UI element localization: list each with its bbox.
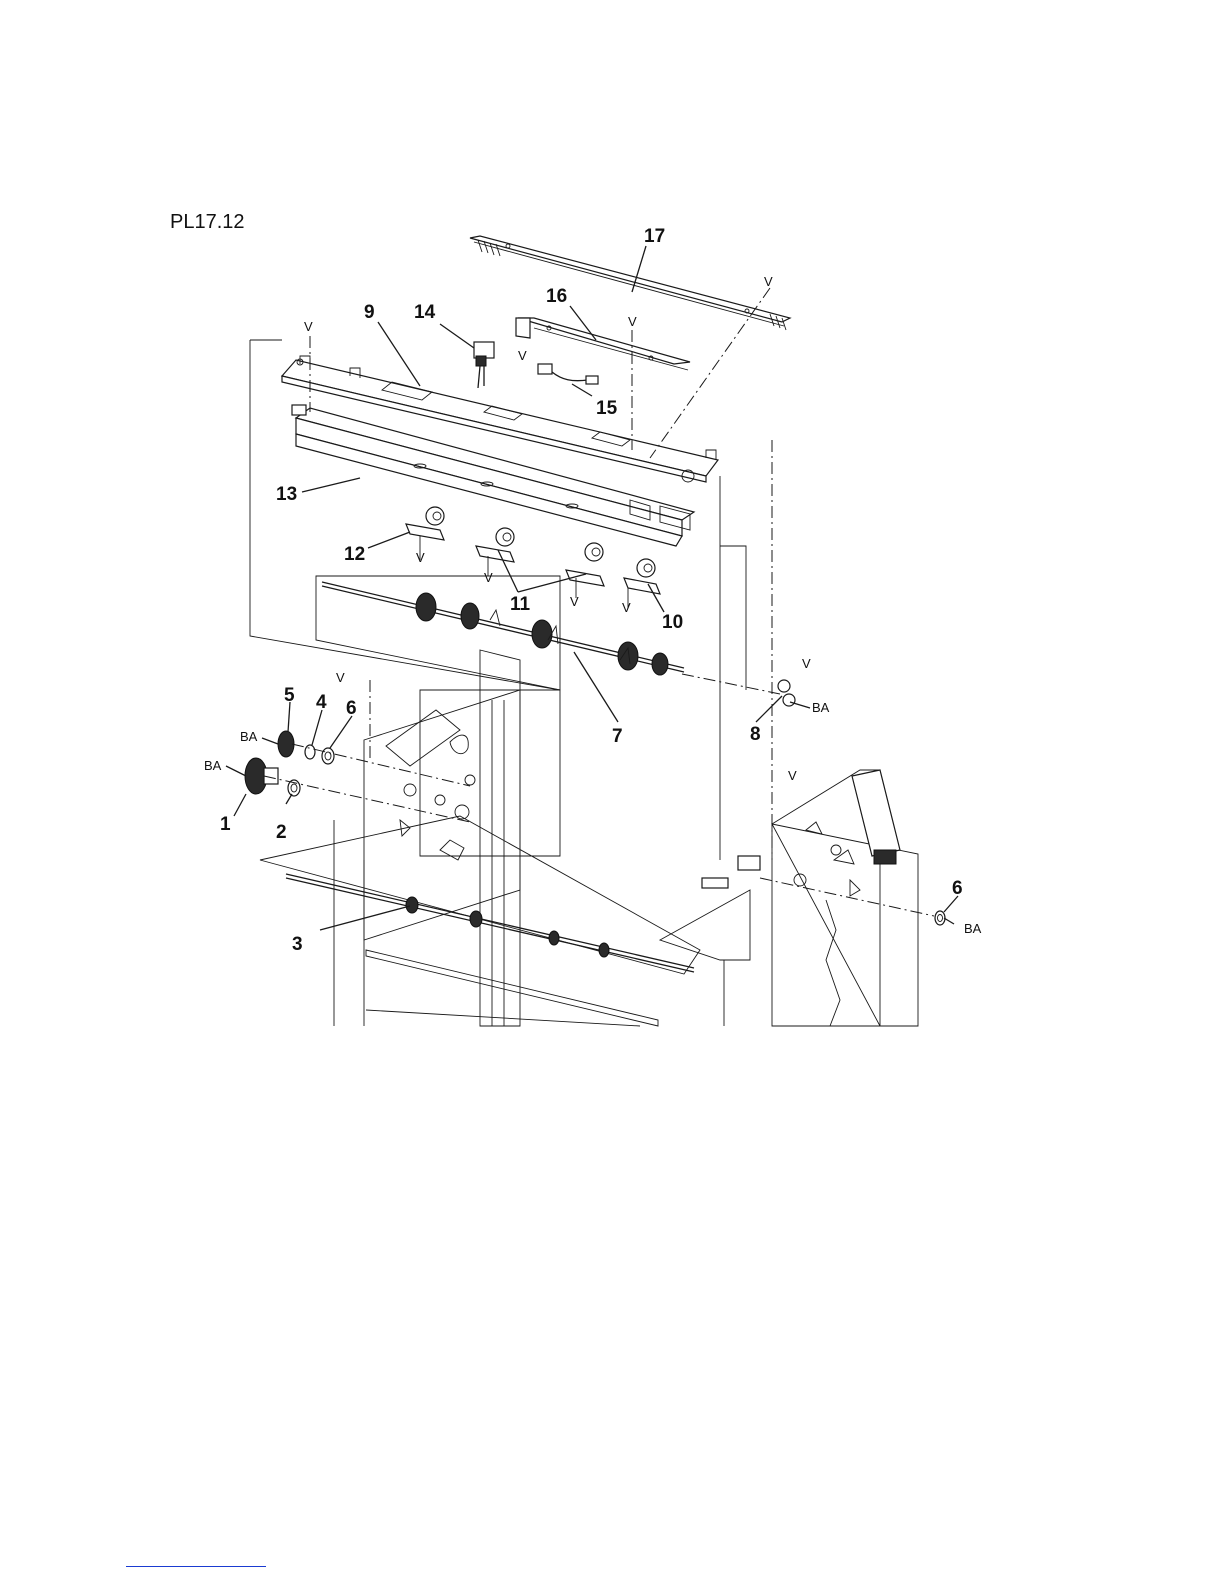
callout-15: 15 bbox=[596, 398, 618, 419]
marker-v: V bbox=[570, 594, 579, 609]
marker-v: V bbox=[518, 348, 527, 363]
part-14-switch bbox=[474, 342, 494, 388]
marker-v: V bbox=[628, 314, 637, 329]
callout-16: 16 bbox=[546, 286, 567, 307]
part-12-holder bbox=[406, 507, 444, 540]
marker-v: V bbox=[788, 768, 797, 783]
callout-11: 11 bbox=[510, 594, 531, 615]
callout-13: 13 bbox=[276, 484, 297, 505]
marker-ba: BA bbox=[240, 729, 258, 744]
marker-v: V bbox=[336, 670, 345, 685]
part-5-gear bbox=[278, 731, 294, 757]
callout-4: 4 bbox=[316, 692, 327, 713]
marker-v: V bbox=[802, 656, 811, 671]
part-10-holder bbox=[624, 559, 660, 594]
marker-v: V bbox=[304, 319, 313, 334]
right-side-frame bbox=[660, 770, 918, 1026]
part-6-bearing-left bbox=[322, 748, 334, 764]
marker-ba: BA bbox=[964, 921, 982, 936]
marker-v: V bbox=[416, 550, 425, 565]
callout-5: 5 bbox=[284, 685, 295, 706]
footnote-rule bbox=[126, 1566, 266, 1567]
leader-lines bbox=[226, 246, 958, 930]
part-6-bearing-right bbox=[935, 911, 945, 925]
part-4-washer bbox=[305, 745, 315, 759]
marker-v: V bbox=[622, 600, 631, 615]
marker-v: V bbox=[764, 274, 773, 289]
callout-14: 14 bbox=[414, 302, 436, 323]
part-15-harness bbox=[538, 364, 598, 384]
left-side-frame bbox=[334, 650, 658, 1026]
callout-7: 7 bbox=[612, 726, 623, 747]
part-11-holder-a bbox=[476, 528, 514, 562]
callout-2: 2 bbox=[276, 822, 287, 843]
callout-12: 12 bbox=[344, 544, 365, 565]
callout-6-left: 6 bbox=[346, 698, 357, 719]
marker-ba: BA bbox=[204, 758, 222, 773]
callout-17: 17 bbox=[644, 226, 665, 247]
callout-8: 8 bbox=[750, 724, 761, 745]
marker-ba: BA bbox=[812, 700, 830, 715]
callout-1: 1 bbox=[220, 814, 231, 835]
callout-9: 9 bbox=[364, 302, 375, 323]
callout-10: 10 bbox=[662, 612, 683, 633]
part-16-bracket bbox=[516, 318, 690, 370]
part-8-bearing bbox=[778, 680, 810, 708]
part-7-shaft-assembly bbox=[316, 576, 684, 690]
callout-6-right: 6 bbox=[952, 878, 963, 899]
marker-v: V bbox=[484, 570, 493, 585]
callout-3: 3 bbox=[292, 934, 303, 955]
part-11-holder-b bbox=[566, 543, 604, 586]
part-1-gear bbox=[245, 758, 278, 794]
